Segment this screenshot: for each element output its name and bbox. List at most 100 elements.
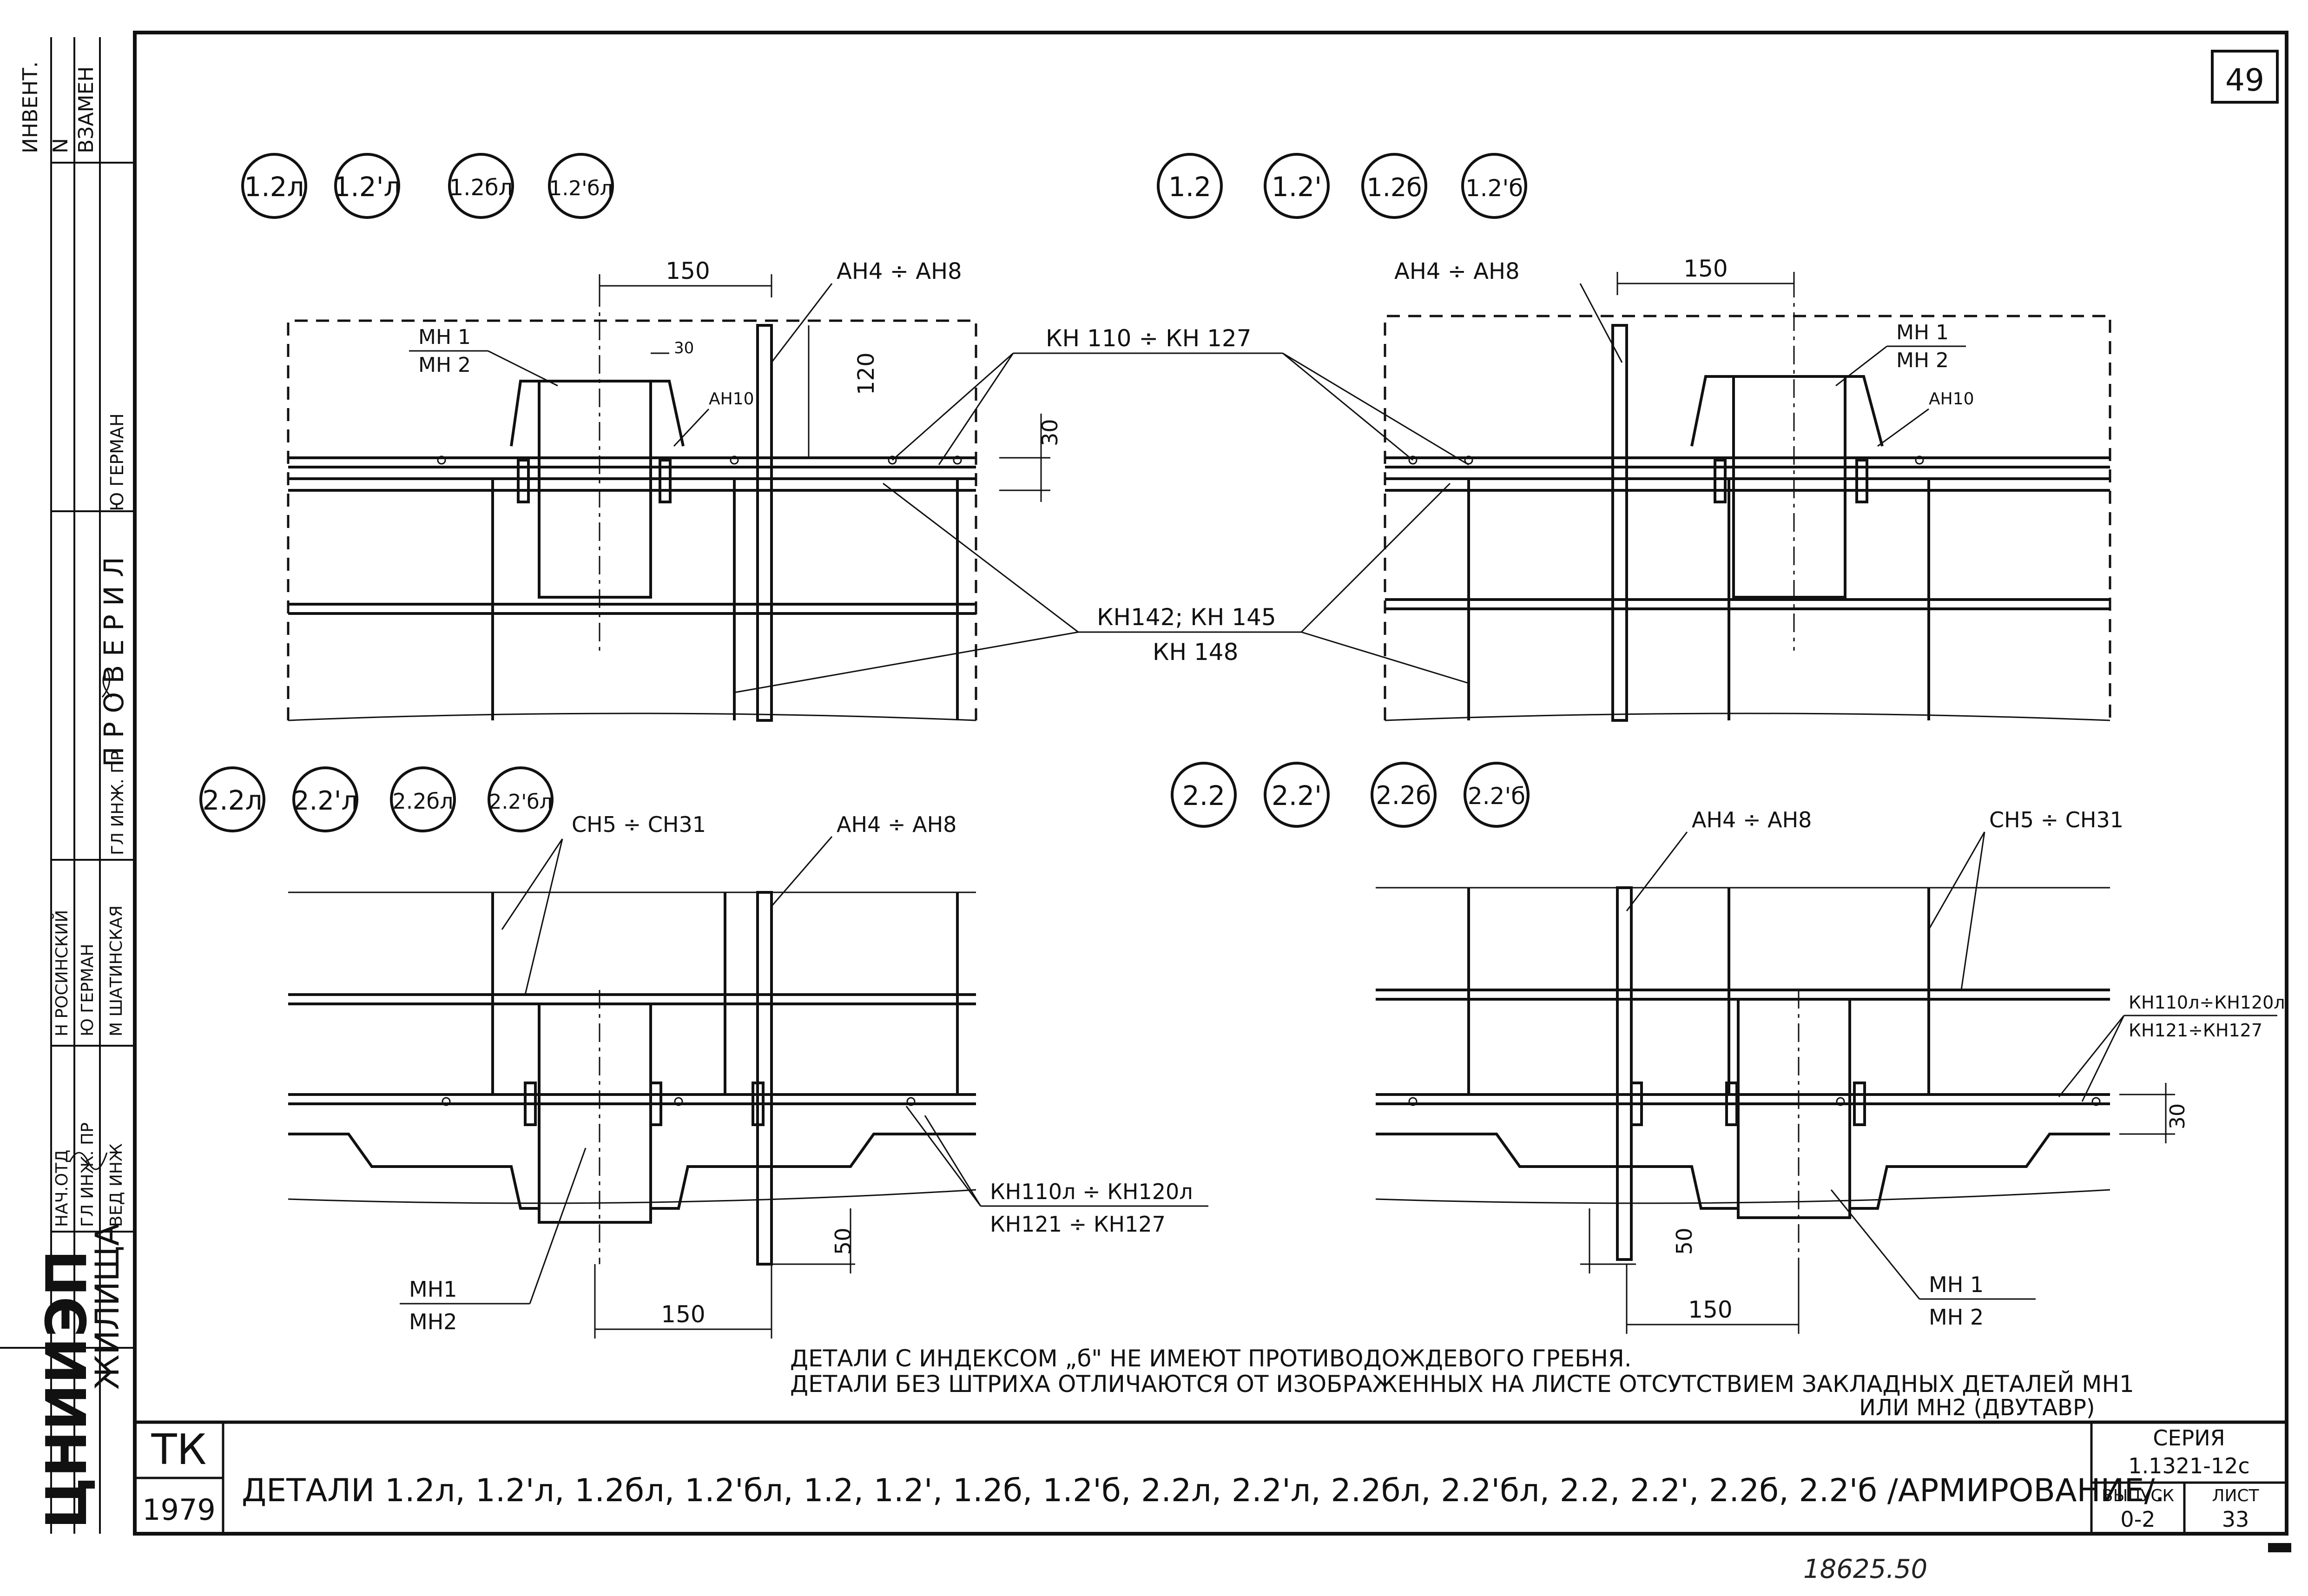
list-label: ЛИСТ xyxy=(2212,1486,2259,1505)
break-line xyxy=(288,712,976,721)
plate xyxy=(659,459,672,503)
dimension-30: 30 xyxy=(1037,419,1062,446)
center-callouts: КН 110 ÷ КН 127 30 КН142; КН 145 КН 148 xyxy=(734,325,1469,693)
detail-tag: 1.2'л xyxy=(333,171,401,203)
kn110-label: КН 110 ÷ КН 127 xyxy=(1046,325,1252,352)
mn1-label: МН 1 xyxy=(1929,1272,1984,1297)
stamp-gl-inzh-pr-label: ГЛ ИНЖ. ПР xyxy=(108,751,127,855)
stamp-rosinskiy-label: Н РОСИНСКИЙ xyxy=(52,910,72,1036)
side-stamp: ИНВЕНТ. N ВЗАМЕН П Р О В Е Р И Л Ю ГЕРМА… xyxy=(0,37,135,1534)
detail-bottom-right: 2.2 2.2' 2.2б 2.2'б АН4 ÷ АН8 СН5 ÷ СН31… xyxy=(1171,762,2285,1334)
detail-tag: 1.2л xyxy=(244,171,304,203)
detail-tags-top-left: 1.2л 1.2'л 1.2бл 1.2'бл xyxy=(241,153,614,219)
invent-label: ИНВЕНТ. xyxy=(19,61,42,153)
ah-range-label: АН4 ÷ АН8 xyxy=(837,258,962,284)
seria-value: 1.1321-12с xyxy=(2128,1453,2249,1478)
sheet-number: 49 xyxy=(2225,62,2264,98)
mn2-label: МН 2 xyxy=(418,353,471,377)
stamp-german2-label: Ю ГЕРМАН xyxy=(78,944,97,1036)
stamp-gl-inzh-label: ГЛ ИНЖ. ПР xyxy=(78,1122,97,1227)
ah-range-label: АН4 ÷ АН8 xyxy=(837,812,956,837)
handwritten-number: 18625.50 xyxy=(1803,1554,1927,1584)
signature-mark xyxy=(69,1152,108,1170)
anchor-bar xyxy=(756,891,773,1266)
plate xyxy=(1714,459,1727,503)
embedded-part-mn xyxy=(1737,998,1851,1219)
list-value: 33 xyxy=(2222,1507,2249,1532)
ch-range-label: СН5 ÷ СН31 xyxy=(572,812,706,837)
detail-tag: 2.2бл xyxy=(393,789,454,814)
detail-tag: 1.2бл xyxy=(449,175,513,201)
detail-tag: 2.2' xyxy=(1272,780,1322,811)
org-sub-label: ЖИЛИЩА xyxy=(88,1224,126,1390)
ah-range-label: АН4 ÷ АН8 xyxy=(1394,258,1520,284)
dimension-150: 150 xyxy=(1683,255,1728,282)
stamp-nach-otd-label: НАЧ.ОТД xyxy=(53,1150,72,1227)
seria-label: СЕРИЯ xyxy=(2153,1425,2225,1451)
dimension-50: 50 xyxy=(1672,1227,1697,1255)
ah-range-label: АН4 ÷ АН8 xyxy=(1692,807,1812,832)
stamp-ved-inzh-label: ВЕД ИНЖ xyxy=(107,1143,126,1227)
tk-label: ТК xyxy=(151,1425,207,1474)
detail-tag: 2.2л xyxy=(202,785,262,816)
ah10-label: АН10 xyxy=(709,389,754,409)
proveril-label: П Р О В Е Р И Л xyxy=(98,557,130,767)
anchor-bar xyxy=(756,324,773,722)
break-line xyxy=(288,1189,976,1204)
dimension-30: 30 xyxy=(2166,1103,2189,1129)
embedded-part-mn xyxy=(1732,375,1846,599)
detail-tag: 2.2'л xyxy=(293,786,358,816)
detail-tags-top-right: 1.2 1.2' 1.2б 1.2'б xyxy=(1157,153,1527,219)
kn142-label: КН142; КН 145 xyxy=(1097,604,1276,631)
dimension-120: 120 xyxy=(853,352,879,395)
note-line-3: ИЛИ МН2 (ДВУТАВР) xyxy=(1859,1395,2095,1421)
sheet-frame xyxy=(133,31,2288,1536)
mn2-label: МН 2 xyxy=(1896,349,1949,372)
mn1-label: МН 1 xyxy=(418,325,471,349)
anchor-bar xyxy=(1611,324,1628,722)
note-line-2: ДЕТАЛИ БЕЗ ШТРИХА ОТЛИЧАЮТСЯ ОТ ИЗОБРАЖЕ… xyxy=(790,1370,2134,1398)
break-line xyxy=(1375,1189,2110,1204)
detail-tags-bottom-right: 2.2 2.2' 2.2б 2.2'б xyxy=(1171,762,1530,828)
plate xyxy=(1853,1082,1866,1126)
kn148-label: КН 148 xyxy=(1153,639,1238,666)
detail-top-right: 1.2 1.2' 1.2б 1.2'б 150 МН 1 МН 2 xyxy=(1157,153,2111,722)
vypusk-value: 0-2 xyxy=(2120,1507,2155,1532)
ch-range-label: СН5 ÷ СН31 xyxy=(1989,807,2123,832)
mn2-label: МН 2 xyxy=(1929,1305,1984,1330)
detail-tag: 1.2б xyxy=(1366,173,1422,202)
detail-tag: 2.2б xyxy=(1376,781,1431,810)
embedded-part-profile xyxy=(1690,375,1884,599)
detail-tag: 1.2' xyxy=(1272,171,1322,203)
kn121-label: КН121 ÷ КН127 xyxy=(990,1212,1166,1237)
stamp-shatinskaya-label: М ШАТИНСКАЯ xyxy=(107,905,126,1036)
plate xyxy=(752,1082,765,1126)
org-logo: ЦНИИЭП xyxy=(35,1250,99,1529)
plate xyxy=(1855,459,1868,503)
corner-mark xyxy=(2268,1543,2291,1552)
vzamen-label: ВЗАМЕН xyxy=(74,66,98,153)
note-line-1: ДЕТАЛИ С ИНДЕКСОМ „б" НЕ ИМЕЮТ ПРОТИВОДО… xyxy=(790,1345,1632,1372)
element-outline xyxy=(1384,315,2111,720)
mn1-label: МН 1 xyxy=(1896,321,1949,344)
detail-tag: 1.2 xyxy=(1168,171,1211,203)
element-bottom-profile xyxy=(1376,1133,2110,1210)
plate xyxy=(649,1082,662,1126)
detail-top-left: 1.2л 1.2'л 1.2бл 1.2'бл 1 xyxy=(241,153,977,722)
detail-tag: 2.2'бл xyxy=(488,790,552,814)
n-label: N xyxy=(49,138,73,153)
vypusk-label: ВЫПУСК xyxy=(2102,1486,2174,1505)
dimension-150: 150 xyxy=(661,1301,705,1328)
title-block: ТК 1979 ДЕТАЛИ 1.2л, 1.2'л, 1.2бл, 1.2'б… xyxy=(135,1422,2287,1534)
anchor-bar xyxy=(1616,886,1633,1261)
kn121-label: КН121÷КН127 xyxy=(2129,1020,2262,1041)
mn1-label: МН1 xyxy=(409,1277,457,1302)
detail-tag: 1.2'б xyxy=(1465,175,1523,202)
dimension-150: 150 xyxy=(666,257,710,284)
embedded-part-mn xyxy=(538,1002,652,1224)
detail-tag: 2.2 xyxy=(1182,780,1225,811)
detail-tag: 2.2'б xyxy=(1468,783,1525,810)
year-label: 1979 xyxy=(142,1493,216,1527)
drawing-title: ДЕТАЛИ 1.2л, 1.2'л, 1.2бл, 1.2'бл, 1.2, … xyxy=(242,1472,2165,1509)
